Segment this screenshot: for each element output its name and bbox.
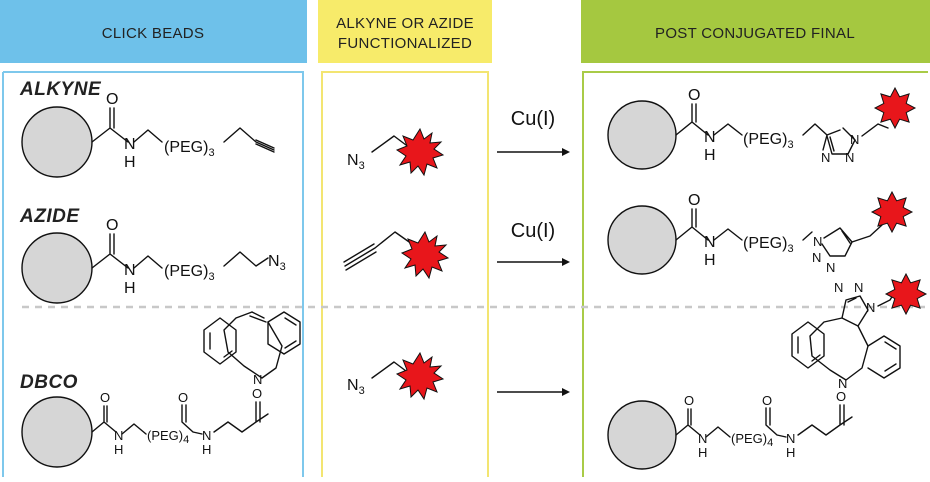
click-beads-header-text: CLICK BEADS xyxy=(102,25,205,42)
amide-h: H xyxy=(704,252,716,269)
fluorescent-dye-icon xyxy=(396,352,444,400)
amide-n: N xyxy=(698,431,707,446)
amide-n: N xyxy=(124,262,136,279)
dbco-bead-molecule: O N H (PEG)4 O N H O N xyxy=(21,311,301,468)
amide-n-2: N xyxy=(786,431,795,446)
fluorescent-dye-icon xyxy=(874,87,916,129)
amide-n: N xyxy=(114,428,123,443)
triazole-n1: N xyxy=(813,234,822,249)
triazole-n1: N xyxy=(850,132,859,147)
amide-h: H xyxy=(124,154,136,171)
carbonyl-o: O xyxy=(100,390,110,405)
peg-label: (PEG)3 xyxy=(164,139,215,159)
peg-label: (PEG)4 xyxy=(147,428,189,446)
functionalized-header xyxy=(318,0,492,63)
fluorescent-dye-icon xyxy=(401,231,449,279)
carbonyl-o: O xyxy=(688,87,700,104)
row-label-azide: AZIDE xyxy=(19,206,80,227)
amide-h: H xyxy=(698,445,707,460)
bead xyxy=(607,400,677,470)
alkyne-bead-molecule: O N H (PEG)3 xyxy=(21,91,275,178)
post-conjugated-frame xyxy=(582,71,928,477)
carbonyl-o-3: O xyxy=(836,389,846,404)
alkyne-product-molecule: O N H (PEG)3 N N N xyxy=(607,87,916,170)
carbonyl-o: O xyxy=(684,393,694,408)
carbonyl-o-3: O xyxy=(252,386,262,401)
amide-h: H xyxy=(124,280,136,297)
amide-n: N xyxy=(124,136,136,153)
click-beads-frame xyxy=(3,71,304,477)
azide-n3: N3 xyxy=(347,152,365,172)
alkyne-dye-reagent xyxy=(343,231,449,279)
post-conjugated-header xyxy=(581,0,930,63)
azide-product-molecule: O N H (PEG)3 N N N xyxy=(607,191,913,275)
triazole-n3: N xyxy=(821,150,830,165)
bead xyxy=(21,396,93,468)
triazole-n3: N xyxy=(866,300,875,315)
carbonyl-o-2: O xyxy=(762,393,772,408)
bead xyxy=(607,205,677,275)
peg-label: (PEG)4 xyxy=(731,431,773,449)
bead xyxy=(21,106,93,178)
bead xyxy=(607,100,677,170)
functionalized-header-line2: FUNCTIONALIZED xyxy=(338,35,472,52)
azide-n3: N3 xyxy=(268,253,286,273)
catalyst-label-alkyne: Cu(I) xyxy=(511,108,555,130)
amide-h: H xyxy=(704,147,716,164)
fluorescent-dye-icon xyxy=(885,273,927,315)
carbonyl-o: O xyxy=(106,91,118,108)
fluorescent-dye-icon xyxy=(871,191,913,233)
post-conjugated-header-text: POST CONJUGATED FINAL xyxy=(655,25,855,42)
reaction-arrow-3 xyxy=(497,388,570,396)
peg-label: (PEG)3 xyxy=(164,263,215,283)
reaction-arrow-2 xyxy=(497,258,570,266)
reaction-arrow-1 xyxy=(497,148,570,156)
azide-n3: N3 xyxy=(347,377,365,397)
carbonyl-o: O xyxy=(688,192,700,209)
click-beads-header xyxy=(0,0,307,63)
triazole-n2: N xyxy=(845,150,854,165)
amide-h-2: H xyxy=(786,445,795,460)
carbonyl-o: O xyxy=(106,217,118,234)
functionalized-frame xyxy=(321,71,489,477)
azide-dye-reagent-2: N3 xyxy=(347,352,444,400)
dbco-product-molecule: O N H (PEG)4 O N H O N N N N xyxy=(607,273,927,470)
azide-bead-molecule: O N H (PEG)3 N3 xyxy=(21,217,286,304)
row-label-dbco: DBCO xyxy=(20,372,78,393)
amide-h-2: H xyxy=(202,442,211,457)
carbonyl-o-2: O xyxy=(178,390,188,405)
triazole-n2: N xyxy=(812,250,821,265)
amide-n-2: N xyxy=(202,428,211,443)
bead xyxy=(21,232,93,304)
dbco-n: N xyxy=(253,372,262,387)
peg-label: (PEG)3 xyxy=(743,131,794,151)
peg-label: (PEG)3 xyxy=(743,235,794,255)
row-label-alkyne: ALKYNE xyxy=(19,79,102,100)
amide-n: N xyxy=(704,234,716,251)
dbco-n: N xyxy=(838,376,847,391)
triazole-n1: N xyxy=(834,280,843,295)
triazole-n3: N xyxy=(826,260,835,275)
fluorescent-dye-icon xyxy=(396,128,444,176)
amide-n: N xyxy=(704,129,716,146)
triazole-n2: N xyxy=(854,280,863,295)
azide-dye-reagent-1: N3 xyxy=(347,128,444,176)
functionalized-header-line1: ALKYNE OR AZIDE xyxy=(336,15,474,32)
catalyst-label-azide: Cu(I) xyxy=(511,220,555,242)
amide-h: H xyxy=(114,442,123,457)
